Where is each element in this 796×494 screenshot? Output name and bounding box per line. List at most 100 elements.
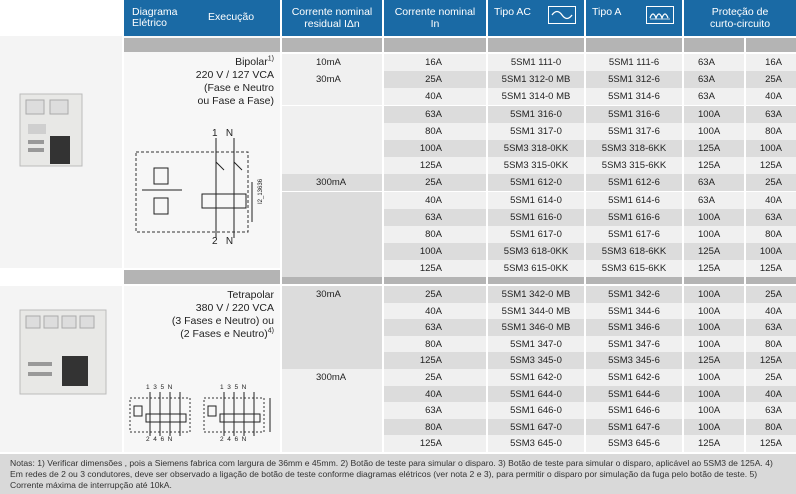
header-nominal-current: Corrente nominal In: [384, 0, 486, 36]
cell-in: 100A: [384, 243, 486, 261]
cell-idn: 10mA: [282, 54, 382, 71]
cell-p1: 63A: [684, 88, 744, 106]
cell-p2: 25A: [746, 286, 796, 303]
cell-p1: 63A: [684, 174, 744, 192]
cell-in: 25A: [384, 174, 486, 192]
cell-idn: [282, 435, 382, 453]
cell-a: 5SM1 646-6: [586, 402, 682, 420]
tetra-diag1-top: 1 3 5 N: [146, 384, 173, 391]
tetra-diag1-bottom: 2 4 6 N: [146, 436, 173, 443]
cell-p2: 40A: [746, 385, 796, 403]
cell-p1: 100A: [684, 369, 744, 386]
cell-in: 40A: [384, 191, 486, 209]
cell-a: 5SM1 344-6: [586, 302, 682, 320]
cell-in: 40A: [384, 88, 486, 106]
cell-a: 5SM1 317-6: [586, 122, 682, 140]
cell-in: 63A: [384, 208, 486, 226]
cell-in: 80A: [384, 226, 486, 243]
cell-ac: 5SM3 345-0: [488, 352, 584, 370]
cell-a: 5SM1 347-6: [586, 335, 682, 353]
cell-ac: 5SM1 342-0 MB: [488, 286, 584, 303]
cell-p2: 40A: [746, 302, 796, 320]
tetrapolar-wiring-diagram-1: 1 3 5 N 2 4 6 N: [128, 384, 198, 446]
cell-p2: 16A: [746, 54, 796, 71]
cell-in: 125A: [384, 260, 486, 278]
cell-ac: 5SM1 111-0: [488, 54, 584, 71]
cell-p2: 25A: [746, 71, 796, 89]
cell-idn: [282, 302, 382, 320]
cell-in: 16A: [384, 54, 486, 71]
cell-ac: 5SM1 347-0: [488, 335, 584, 353]
header-residual-line2: residual IΔn: [304, 18, 360, 30]
cell-p2: 100A: [746, 140, 796, 157]
cell-idn: [282, 243, 382, 261]
cell-idn: [282, 105, 382, 123]
tetrapolar-wiring-diagram-2: 1 3 5 N 2 4 6 N: [202, 384, 278, 446]
cell-p2: 63A: [746, 208, 796, 226]
tetrapolar-phase-note: 4): [267, 327, 274, 335]
tetrapolar-product-image: [0, 286, 122, 452]
tetrapolar-description: Tetrapolar 380 V / 220 VCA (3 Fases e Ne…: [124, 289, 274, 341]
tetra-diag2-bottom: 2 4 6 N: [220, 436, 247, 443]
header-eletrico-label: Elétrico: [132, 17, 168, 29]
cell-in: 63A: [384, 319, 486, 337]
cell-a: 5SM1 316-6: [586, 105, 682, 123]
header-residual-current: Corrente nominal residual IΔn: [282, 0, 382, 36]
cell-idn: [282, 208, 382, 226]
cell-ac: 5SM1 647-0: [488, 418, 584, 436]
cell-ac: 5SM1 616-0: [488, 208, 584, 226]
cell-a: 5SM3 318-6KK: [586, 140, 682, 157]
header-execucao-label: Execução: [208, 11, 255, 23]
header-tipo-ac: Tipo AC: [488, 0, 584, 36]
cell-ac: 5SM1 314-0 MB: [488, 88, 584, 106]
cell-p2: 40A: [746, 88, 796, 106]
footnotes: Notas: 1) Verificar dimensões , pois a S…: [0, 454, 796, 494]
cell-in: 63A: [384, 105, 486, 123]
cell-p1: 100A: [684, 302, 744, 320]
cell-p2: 125A: [746, 352, 796, 370]
section-separator-1-in: [384, 38, 486, 52]
cell-p1: 100A: [684, 122, 744, 140]
tetrapolar-voltage: 380 V / 220 VCA: [195, 302, 274, 314]
cell-p2: 125A: [746, 260, 796, 278]
bipolar-description: Bipolar1) 220 V / 127 VCA (Fase e Neutro…: [124, 56, 274, 108]
cell-in: 25A: [384, 369, 486, 386]
cell-ac: 5SM1 344-0 MB: [488, 302, 584, 320]
cell-idn: [282, 385, 382, 403]
cell-a: 5SM3 645-6: [586, 435, 682, 453]
cell-p2: 63A: [746, 402, 796, 420]
cell-p1: 100A: [684, 286, 744, 303]
cell-idn: [282, 226, 382, 243]
cell-idn: [282, 191, 382, 209]
cell-a: 5SM1 314-6: [586, 88, 682, 106]
cell-p1: 125A: [684, 243, 744, 261]
cell-idn: [282, 122, 382, 140]
cell-a: 5SM1 614-6: [586, 191, 682, 209]
section-separator-2-desc: [124, 270, 280, 284]
cell-a: 5SM1 647-6: [586, 418, 682, 436]
header-residual-line1: Corrente nominal: [291, 6, 373, 18]
cell-in: 40A: [384, 385, 486, 403]
cell-ac: 5SM3 645-0: [488, 435, 584, 453]
cell-a: 5SM3 345-6: [586, 352, 682, 370]
cell-p2: 80A: [746, 418, 796, 436]
section-separator-1-desc: [124, 38, 280, 52]
bipolar-voltage: 220 V / 127 VCA: [195, 69, 274, 81]
tetrapolar-phase-2: (2 Fases e Neutro)4): [180, 327, 274, 341]
cell-in: 25A: [384, 286, 486, 303]
section-separator-1-idn: [282, 38, 382, 52]
cell-idn: 300mA: [282, 174, 382, 192]
cell-a: 5SM1 612-6: [586, 174, 682, 192]
cell-ac: 5SM1 312-0 MB: [488, 71, 584, 89]
cell-p2: 25A: [746, 174, 796, 192]
cell-p1: 125A: [684, 140, 744, 157]
bipolar-title-note: 1): [267, 55, 274, 63]
cell-p1: 100A: [684, 105, 744, 123]
cell-ac: 5SM3 615-0KK: [488, 260, 584, 278]
section-separator-1-ac: [488, 38, 584, 52]
cell-in: 80A: [384, 335, 486, 353]
section-separator-1-p1: [684, 38, 744, 52]
cell-idn: [282, 88, 382, 106]
cell-a: 5SM1 644-6: [586, 385, 682, 403]
tetra-diag2-top: 1 3 5 N: [220, 384, 247, 391]
